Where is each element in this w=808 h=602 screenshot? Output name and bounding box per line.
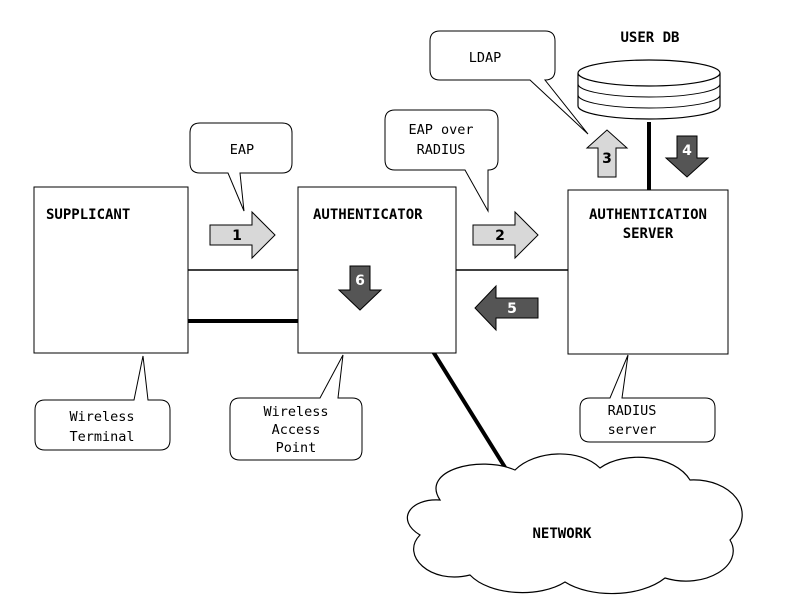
- callout-wireless-ap-line1: Wireless: [263, 404, 328, 420]
- callout-eap-over-radius: EAP over RADIUS: [384, 109, 499, 213]
- callout-radius-server: RADIUS server: [579, 354, 716, 443]
- user-db-cylinder: [577, 59, 721, 120]
- step-arrow-3-number: 3: [602, 151, 612, 167]
- supplicant-label: SUPPLICANT: [46, 207, 130, 223]
- callout-wireless-access-point: Wireless Access Point: [229, 354, 363, 461]
- network-cloud: NETWORK: [407, 453, 743, 595]
- step-arrow-6-number: 6: [355, 273, 365, 289]
- callout-wireless-terminal: Wireless Terminal: [34, 355, 171, 451]
- callout-eap-text: EAP: [230, 142, 254, 158]
- network-label: NETWORK: [532, 526, 592, 542]
- step-arrow-5-number: 5: [507, 301, 517, 317]
- user-db-label: USER DB: [620, 30, 679, 46]
- step-arrow-5: 5: [474, 284, 539, 332]
- callout-wireless-terminal-line1: Wireless: [69, 409, 134, 425]
- step-arrow-4-number: 4: [682, 143, 692, 159]
- authenticator-label: AUTHENTICATOR: [313, 207, 423, 223]
- authenticator-box: AUTHENTICATOR: [297, 186, 457, 354]
- callout-eap: EAP: [189, 122, 293, 212]
- step-arrow-1: 1: [209, 210, 276, 260]
- step-arrow-2: 2: [472, 210, 539, 260]
- authentication-server-box: AUTHENTICATION SERVER: [567, 189, 729, 355]
- callout-wireless-ap-line3: Point: [276, 440, 317, 456]
- callout-wireless-terminal-line2: Terminal: [69, 429, 134, 445]
- auth-server-label-line2: SERVER: [623, 226, 674, 242]
- step-arrow-2-number: 2: [495, 228, 505, 244]
- callout-wireless-ap-line2: Access: [272, 422, 321, 438]
- step-arrow-4: 4: [664, 135, 710, 178]
- callout-radius-server-line2: server: [608, 422, 657, 438]
- step-arrow-3: 3: [585, 129, 629, 178]
- callout-eap-over-radius-line2: RADIUS: [417, 142, 466, 158]
- callout-radius-server-line1: RADIUS: [608, 403, 657, 419]
- step-arrow-1-number: 1: [232, 228, 242, 244]
- callout-ldap: LDAP: [429, 30, 589, 135]
- callout-ldap-text: LDAP: [469, 50, 502, 66]
- auth-server-label-line1: AUTHENTICATION: [589, 207, 707, 223]
- step-arrow-6: 6: [337, 265, 383, 311]
- callout-eap-over-radius-line1: EAP over: [408, 122, 473, 138]
- supplicant-box: SUPPLICANT: [33, 186, 189, 354]
